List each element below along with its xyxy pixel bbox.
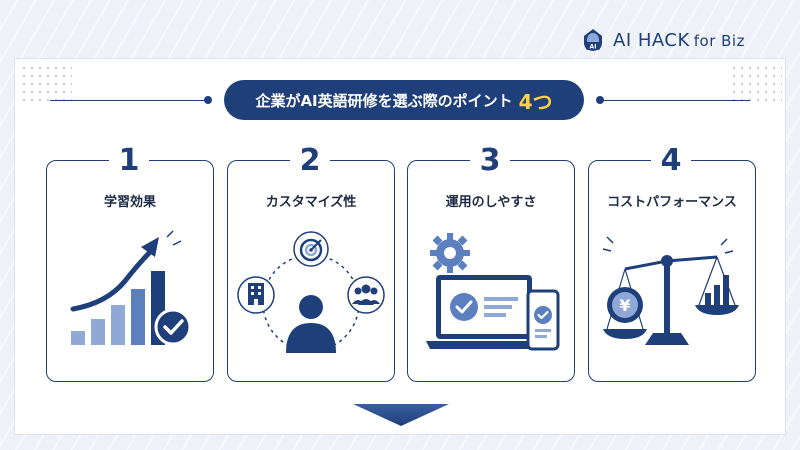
point-card-1: 1 学習効果	[46, 143, 214, 382]
card-label: カスタマイズ性	[265, 195, 357, 210]
title-line-left	[50, 100, 208, 101]
balance-scale-icon: ¥	[602, 236, 739, 345]
card-number: 2	[290, 143, 330, 179]
laptop-settings-icon	[426, 233, 560, 351]
decor-dots-right	[730, 64, 782, 104]
card-number: 3	[470, 143, 510, 179]
title-accent: 4つ	[518, 89, 553, 114]
point-card-3: 3 運用のしやすさ	[407, 143, 575, 382]
card-number: 1	[109, 143, 149, 179]
card-label: 運用のしやすさ	[445, 195, 537, 210]
title-main: 企業がAI英語研修を選ぶ際のポイント	[255, 91, 513, 110]
title-dot-right	[596, 96, 604, 104]
growth-chart-icon	[70, 230, 192, 346]
gear-icon	[430, 233, 470, 273]
point-card-4: 4 コストパフォーマンス ¥	[588, 143, 756, 382]
page-title: 企業がAI英語研修を選ぶ際のポイント 4つ	[224, 80, 584, 120]
yen-symbol: ¥	[619, 296, 630, 315]
point-card-2: 2 カスタマイズ性	[227, 143, 395, 382]
title-line-right	[602, 100, 750, 101]
title-banner: 企業がAI英語研修を選ぶ際のポイント 4つ	[0, 80, 800, 120]
logo-badge-text: AI	[590, 44, 597, 51]
card-label: コストパフォーマンス	[607, 195, 737, 210]
card-label: 学習効果	[103, 195, 156, 210]
logo-brand: AI HACK	[613, 29, 690, 51]
down-arrow-icon	[353, 404, 449, 426]
card-number: 4	[651, 143, 691, 179]
hacker-avatar-icon: AI	[584, 29, 602, 51]
decor-dots-left	[20, 64, 72, 104]
logo-sub: for Biz	[693, 31, 745, 50]
title-dot-left	[204, 96, 212, 104]
customization-network-icon	[237, 231, 385, 353]
